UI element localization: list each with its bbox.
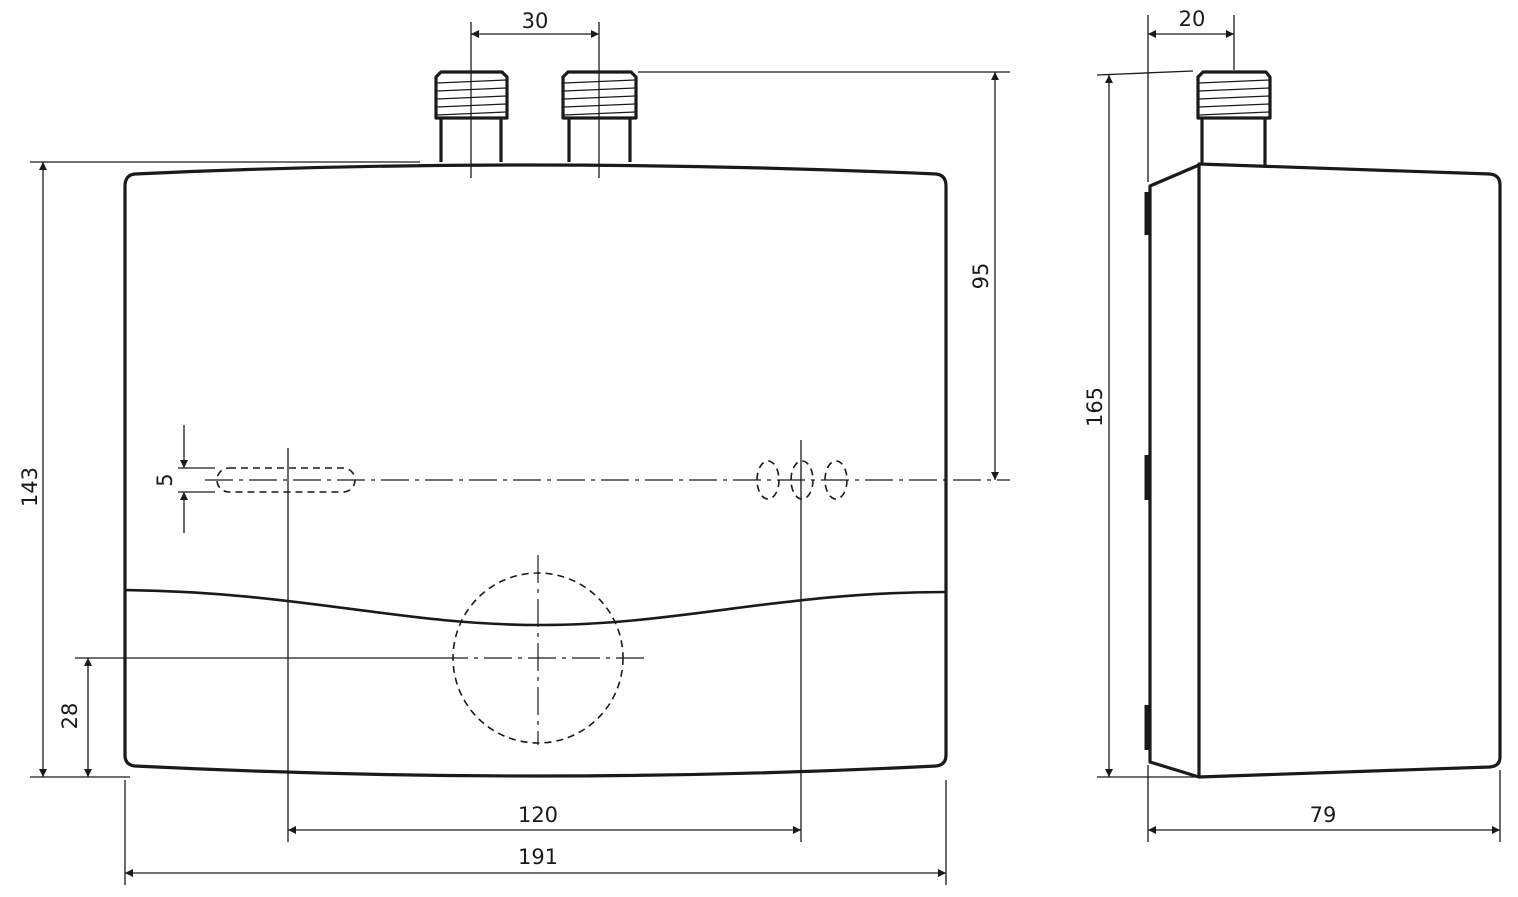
dimension-95: 95 <box>638 71 1010 480</box>
dimension-79: 79 <box>1147 765 1501 842</box>
front-view: 30 95 143 5 28 <box>18 9 1010 885</box>
front-panel-wave <box>124 588 947 627</box>
svg-text:95: 95 <box>969 263 993 290</box>
svg-text:191: 191 <box>518 845 558 869</box>
svg-text:20: 20 <box>1179 7 1206 31</box>
dimension-5: 5 <box>153 425 215 533</box>
svg-text:30: 30 <box>522 9 549 33</box>
dimension-28: 28 <box>58 657 440 777</box>
side-back-plate <box>1148 163 1200 779</box>
dimension-165: 165 <box>1083 70 1195 778</box>
svg-text:79: 79 <box>1310 803 1337 827</box>
svg-text:28: 28 <box>58 703 82 730</box>
svg-text:165: 165 <box>1083 387 1107 427</box>
side-view: 20 165 79 <box>1083 7 1502 842</box>
side-front-panel <box>1197 162 1502 779</box>
front-body-outline <box>123 163 948 778</box>
connector-side <box>1196 70 1272 166</box>
dimension-20: 20 <box>1147 7 1235 182</box>
dimension-143: 143 <box>18 161 420 778</box>
dimension-30: 30 <box>470 9 600 178</box>
dimension-191: 191 <box>124 780 947 885</box>
svg-text:143: 143 <box>18 467 42 507</box>
dimension-120: 120 <box>287 440 802 842</box>
svg-text:5: 5 <box>153 473 177 486</box>
svg-text:120: 120 <box>518 803 558 827</box>
